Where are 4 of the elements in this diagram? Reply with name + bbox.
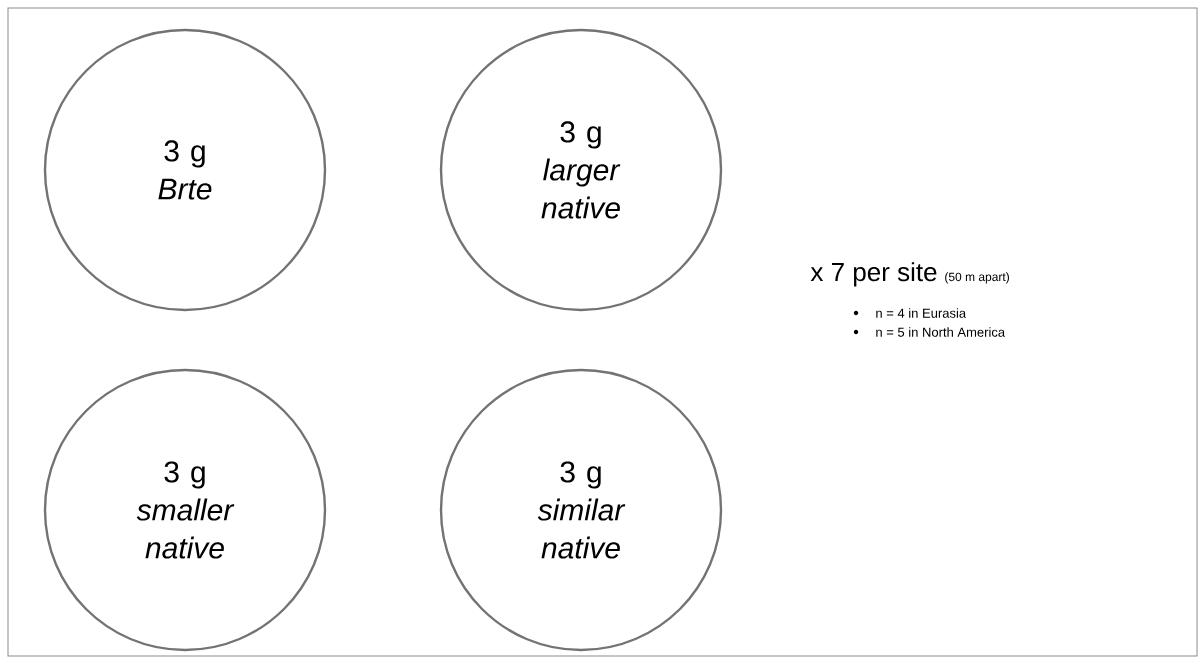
note: n = 5 in North America [876, 327, 1006, 337]
note: n = 4 in Eurasia [876, 308, 967, 318]
heading: x 7 per site [810, 262, 937, 287]
note: (50 m apart) [945, 272, 1009, 284]
